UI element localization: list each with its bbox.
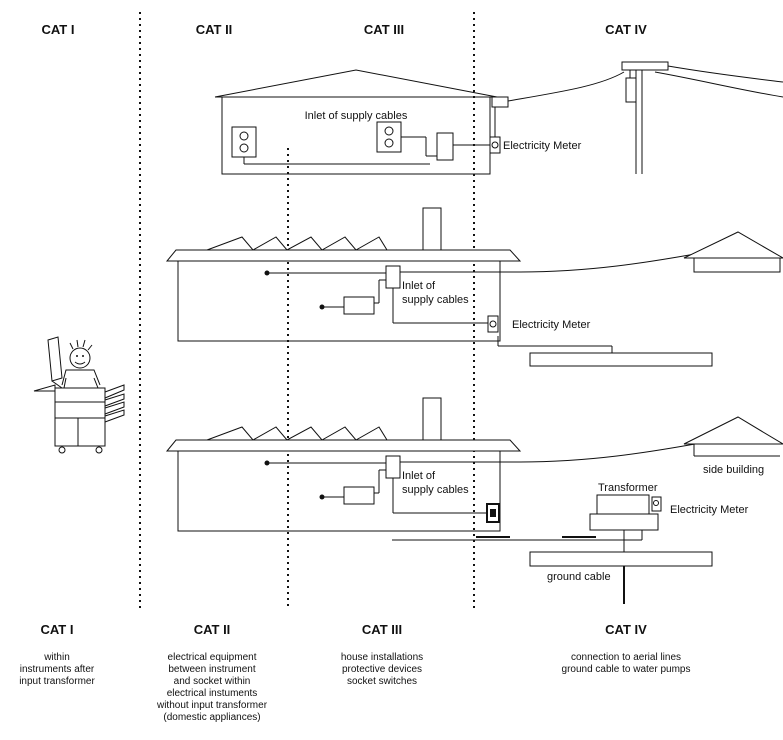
cat-2-desc-line-5: without input transformer xyxy=(156,700,268,711)
house-top-wall xyxy=(221,96,491,175)
cat-1-desc-line-3: input transformer xyxy=(19,676,95,687)
ground-cable-label: ground cable xyxy=(547,571,611,583)
house-middle-wall xyxy=(177,260,501,342)
cross-arm xyxy=(621,61,669,71)
meter-middle-label: Electricity Meter xyxy=(512,319,591,331)
utility-pole xyxy=(507,61,783,174)
copier-lid xyxy=(47,336,63,382)
cat-1-header-bottom: CAT I xyxy=(41,622,74,637)
inlet-middle-label-1: Inlet of xyxy=(402,280,436,292)
side-building-bottom-roof xyxy=(683,416,783,445)
paper-tray-left xyxy=(33,384,56,392)
house-top: Inlet of supply cables Electricity Meter xyxy=(214,69,582,175)
cat-4-desc-line-1: connection to aerial lines xyxy=(571,652,681,663)
cat-1-desc-line-2: instruments after xyxy=(20,664,95,675)
side-building-label: side building xyxy=(703,464,764,476)
appliance-middle xyxy=(343,296,375,315)
cat-2-desc-line-1: electrical equipment xyxy=(168,652,257,663)
cat-2-header-top: CAT II xyxy=(196,22,233,37)
cat-2-description-block: CAT II electrical equipment between inst… xyxy=(156,622,268,723)
side-building-middle-wall xyxy=(693,257,781,273)
cat-4-header-bottom: CAT IV xyxy=(605,622,647,637)
cat-2-desc-line-3: and socket within xyxy=(174,676,251,687)
cat-3-description-block: CAT III house installations protective d… xyxy=(341,622,423,687)
transformer-box xyxy=(596,494,650,515)
service-head xyxy=(491,96,509,108)
transformer-station: Transformer Electricity Meter ground cab… xyxy=(529,482,749,604)
instrument-operator-illustration xyxy=(33,336,125,454)
house-bottom-wall xyxy=(177,450,501,532)
chimney-middle xyxy=(422,207,442,251)
inlet-bottom-label-1: Inlet of xyxy=(402,470,436,482)
ground-slab-bottom xyxy=(529,551,713,567)
side-building-middle xyxy=(683,231,783,273)
solar-panels-middle xyxy=(206,236,388,251)
meter-bottom-label: Electricity Meter xyxy=(670,504,749,516)
distribution-box-middle xyxy=(385,265,401,289)
roof-slab-bottom xyxy=(165,439,522,452)
aerial-line-3 xyxy=(667,65,783,83)
cat-3-header-bottom: CAT III xyxy=(362,622,402,637)
transformer-base xyxy=(589,513,659,531)
inlet-top-label: Inlet of supply cables xyxy=(305,110,408,122)
meter-bottom xyxy=(486,503,500,523)
side-building-middle-roof xyxy=(683,231,783,259)
cat-4-desc-line-2: ground cable to water pumps xyxy=(562,664,691,675)
house-middle: Inlet of supply cables Electricity Meter xyxy=(165,207,713,367)
pole-transformer xyxy=(625,77,637,103)
appliance-bottom xyxy=(343,486,375,505)
cat-2-desc-line-6: (domestic appliances) xyxy=(163,712,260,723)
chimney-bottom xyxy=(422,397,442,441)
cat-1-desc-line-1: within xyxy=(43,652,70,663)
cat-1-description-block: CAT I within instruments after input tra… xyxy=(19,622,95,687)
ground-slab-middle xyxy=(529,352,713,367)
cat-3-desc-line-3: socket switches xyxy=(347,676,417,687)
distribution-box-bottom xyxy=(385,455,401,479)
inlet-bottom-label-2: supply cables xyxy=(402,484,469,496)
transformer-label: Transformer xyxy=(598,482,658,494)
side-building-bottom: side building xyxy=(683,416,783,476)
aerial-line-2 xyxy=(654,71,783,98)
meter-middle xyxy=(487,315,499,333)
house-top-roof xyxy=(214,69,498,98)
cat-2-header-bottom: CAT II xyxy=(194,622,231,637)
cat-2-desc-line-4: electrical instuments xyxy=(167,688,258,699)
cat-4-description-block: CAT IV connection to aerial lines ground… xyxy=(562,622,691,675)
cat-2-desc-line-2: between instrument xyxy=(168,664,255,675)
aerial-line-1 xyxy=(507,71,625,102)
copier-body xyxy=(54,387,106,447)
meter-top-label: Electricity Meter xyxy=(503,140,582,152)
roof-slab-middle xyxy=(165,249,522,262)
cat-4-header-top: CAT IV xyxy=(605,22,647,37)
cat-3-header-top: CAT III xyxy=(364,22,404,37)
solar-panels-bottom xyxy=(206,426,388,441)
cat-1-header-top: CAT I xyxy=(42,22,75,37)
operator-head xyxy=(69,347,91,369)
house-bottom: Inlet of supply cables xyxy=(165,397,696,541)
transformer-meter xyxy=(651,496,662,512)
cat-3-desc-line-1: house installations xyxy=(341,652,423,663)
inlet-middle-label-2: supply cables xyxy=(402,294,469,306)
distribution-box-top xyxy=(436,132,454,161)
cat-3-desc-line-2: protective devices xyxy=(342,664,422,675)
